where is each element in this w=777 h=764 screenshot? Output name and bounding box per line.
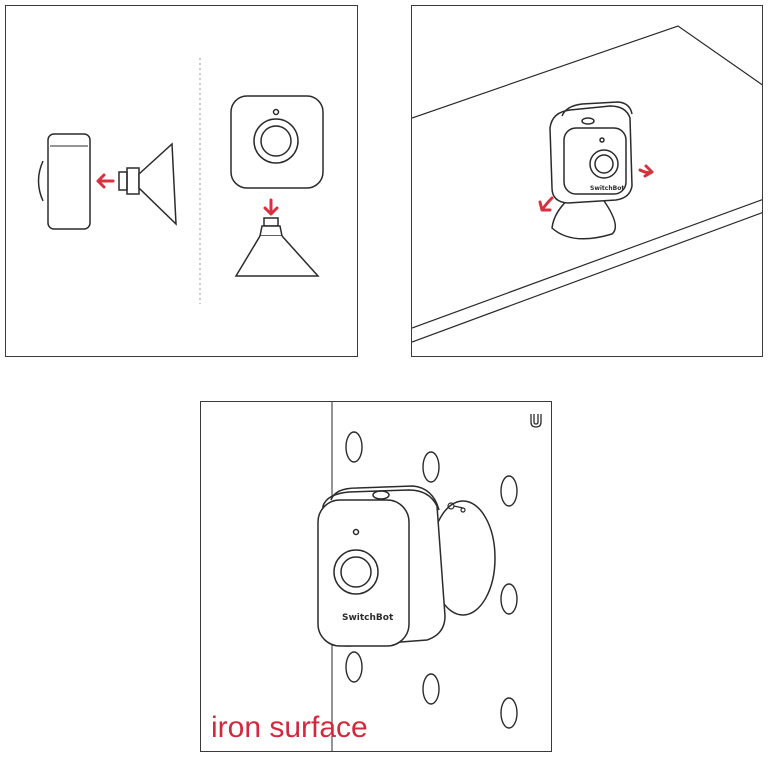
panel-mount-iron: SwitchBot iron surface (200, 401, 552, 752)
arrow-right (640, 166, 652, 176)
mount-cone (236, 218, 318, 276)
arrow-left (98, 175, 113, 187)
panel-adjust-angle: SwitchBot (411, 5, 763, 357)
magnet-icon (531, 414, 541, 427)
arrow-down (265, 200, 277, 214)
mount-side-view (119, 144, 176, 224)
sensor-side-view (39, 134, 91, 229)
arrow-down-left (540, 198, 552, 210)
mount-illustration: SwitchBot (201, 402, 552, 752)
detach-illustration (6, 6, 358, 357)
device-label-mounted: SwitchBot (342, 613, 394, 623)
panel-detach-base (5, 5, 358, 357)
sensor-front-view (231, 96, 323, 188)
surface-caption: iron surface (211, 713, 368, 743)
adjust-illustration: SwitchBot (412, 6, 763, 357)
device-label: SwitchBot (590, 185, 624, 192)
